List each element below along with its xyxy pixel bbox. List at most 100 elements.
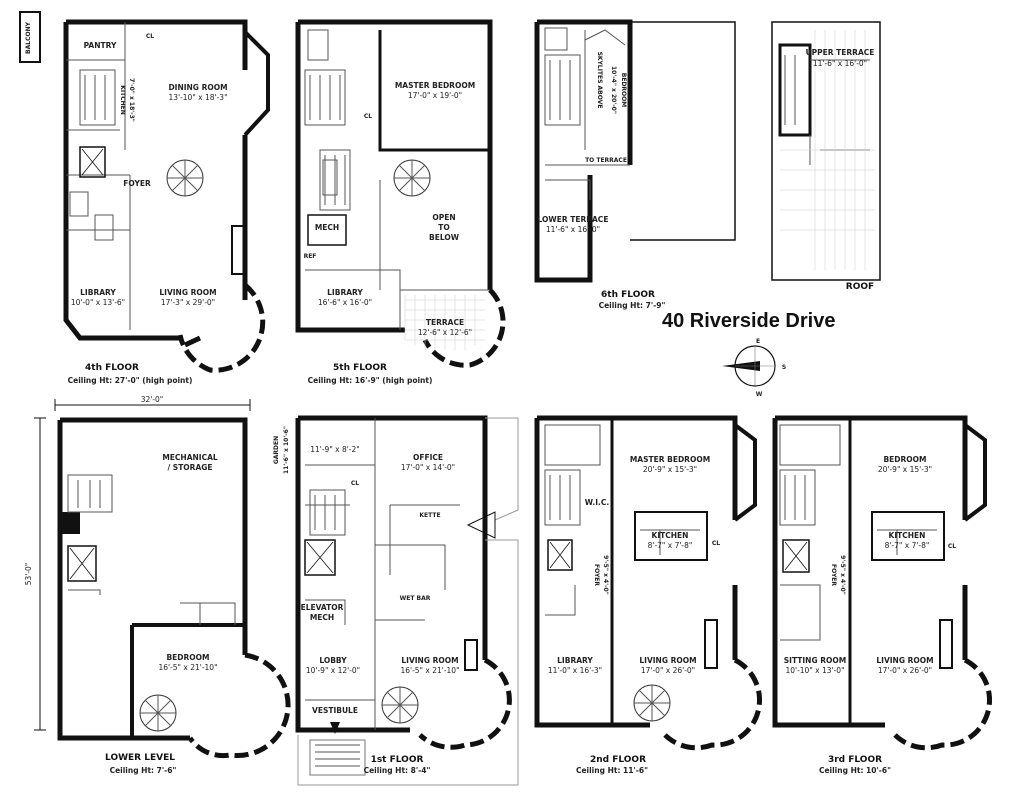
closet-label: CL [364, 113, 372, 120]
lower-terrace-dims: 11'-6" x 16'-0" [546, 225, 600, 234]
skylights-label: SKYLITES ABOVE [596, 52, 603, 109]
living-room-2-label: LIVING ROOM [639, 656, 696, 665]
living-room-1-dims: 16'-5" x 21'-10" [400, 666, 459, 675]
garden-label: GARDEN [273, 436, 280, 464]
balcony-label: BALCONY [25, 21, 32, 54]
lower-width-dim: 32'-0" [141, 395, 164, 404]
closet-label: CL [712, 540, 720, 547]
floor-6-ceiling: Ceiling Ht: 7'-9" [599, 301, 666, 310]
foyer-2-dims: 9'-5" x 4'-0" [602, 555, 609, 595]
bedroom-ll-label: BEDROOM [166, 653, 209, 662]
lower-depth-dim: 53'-0" [24, 563, 33, 586]
kitchenette-label: KETTE [419, 512, 440, 519]
office-dims: 17'-0" x 14'-0" [401, 463, 455, 472]
floor-2-ceiling: Ceiling Ht: 11'-6" [576, 766, 648, 775]
living-room-2-dims: 17'-0" x 26'-0" [641, 666, 695, 675]
bedroom-3-dims: 20'-9" x 15'-3" [878, 465, 932, 474]
pantry-label: PANTRY [84, 41, 117, 50]
foyer-2-label: FOYER [593, 564, 600, 586]
building-title: 40 Riverside Drive [662, 310, 835, 332]
living-room-4-dims: 17'-3" x 29'-0" [161, 298, 215, 307]
master-bedroom-5-label: MASTER BEDROOM [395, 81, 475, 90]
elevator-mech-line1: ELEVATOR [301, 603, 344, 612]
bedroom-3-label: BEDROOM [883, 455, 926, 464]
floor-1-ceiling: Ceiling Ht: 8'-4" [364, 766, 431, 775]
plan-6th-floor [534, 19, 736, 283]
compass-bottom-letter: W [756, 391, 763, 398]
dining-room-dims: 13'-10" x 18'-3" [168, 93, 227, 102]
lobby-label: LOBBY [319, 656, 347, 665]
floor-5-label: 5th FLOOR [333, 363, 387, 373]
wet-bar-label: WET BAR [400, 595, 431, 602]
garden-dims: 11'-6" x 10'-6" [283, 426, 290, 474]
compass-right-letter: S [782, 364, 786, 371]
library-2-label: LIBRARY [557, 656, 593, 665]
plan-roof [771, 21, 881, 281]
library-5-label: LIBRARY [327, 288, 363, 297]
kitchen-3-label: KITCHEN [889, 531, 926, 540]
terrace-5-dims: 12'-6" x 12'-6" [418, 328, 472, 337]
office-label: OFFICE [413, 453, 443, 462]
kitchen-4-dims: 7'-0" x 18'-3" [128, 78, 135, 122]
lower-level-label: LOWER LEVEL [105, 753, 175, 763]
plan-2nd-floor [534, 415, 763, 751]
living-room-3-dims: 17'-0" x 26'-0" [878, 666, 932, 675]
living-room-4-label: LIVING ROOM [159, 288, 216, 297]
lower-level-ceiling: Ceiling Ht: 7'-6" [110, 766, 177, 775]
open-to-below-line2: TO [438, 223, 450, 232]
sitting-room-3-label: SITTING ROOM [784, 656, 846, 665]
vestibule-label: VESTIBULE [312, 706, 358, 715]
bedroom-ll-dims: 16'-5" x 21'-10" [158, 663, 217, 672]
upper-terrace-dims: 11'-6" x 16'-0" [813, 59, 867, 68]
to-terrace-label: TO TERRACE [585, 157, 627, 164]
open-to-below-line1: OPEN [432, 213, 455, 222]
floor-2-label: 2nd FLOOR [590, 755, 646, 765]
foyer-4-label: FOYER [123, 179, 151, 188]
floor-1-label: 1st FLOOR [371, 755, 424, 765]
mechanical-storage-line1: MECHANICAL [162, 453, 218, 462]
garden-room-dims: 11'-9" x 8'-2" [310, 445, 360, 454]
foyer-3-dims: 9'-5" x 4'-0" [839, 555, 846, 595]
wic-label: W.I.C. [585, 498, 610, 507]
compass-icon [722, 345, 776, 387]
open-to-below-line3: BELOW [429, 233, 460, 242]
floor-5-ceiling: Ceiling Ht: 16'-9" (high point) [308, 376, 433, 385]
master-bedroom-2-label: MASTER BEDROOM [630, 455, 710, 464]
floor-6-label: 6th FLOOR [601, 290, 655, 300]
library-5-dims: 16'-6" x 16'-0" [318, 298, 372, 307]
living-room-1-label: LIVING ROOM [401, 656, 458, 665]
plan-5th-floor [295, 19, 506, 368]
plan-4th-floor [19, 11, 270, 373]
closet-label: CL [351, 480, 359, 487]
terrace-5-label: TERRACE [426, 318, 464, 327]
bedroom-6-dims: 10'-4" x 20'-0" [610, 66, 617, 114]
elevator-mech-line2: MECH [310, 613, 334, 622]
closet-label: CL [948, 543, 956, 550]
closet-label: CL [146, 33, 154, 40]
kitchen-2-dims: 8'-7" x 7'-8" [648, 541, 693, 550]
dining-room-label: DINING ROOM [168, 83, 227, 92]
library-2-dims: 11'-0" x 16'-3" [548, 666, 602, 675]
kitchen-3-dims: 8'-7" x 7'-8" [885, 541, 930, 550]
compass-top-letter: E [756, 338, 760, 345]
floor-3-label: 3rd FLOOR [828, 755, 882, 765]
library-4-label: LIBRARY [80, 288, 116, 297]
bedroom-6-label: BEDROOM [620, 73, 627, 107]
sitting-room-3-dims: 10'-10" x 13'-0" [785, 666, 844, 675]
living-room-3-label: LIVING ROOM [876, 656, 933, 665]
kitchen-2-label: KITCHEN [652, 531, 689, 540]
kitchen-4-label: KITCHEN [119, 85, 126, 115]
plan-3rd-floor [772, 415, 993, 751]
refrigerator-label: REF [304, 253, 317, 260]
plan-lower-level [34, 399, 291, 759]
foyer-3-label: FOYER [830, 564, 837, 586]
lobby-dims: 10'-9" x 12'-0" [306, 666, 360, 675]
floor-4-label: 4th FLOOR [85, 363, 139, 373]
floor-3-ceiling: Ceiling Ht: 10'-6" [819, 766, 891, 775]
floor-4-ceiling: Ceiling Ht: 27'-0" (high point) [68, 376, 193, 385]
upper-terrace-label: UPPER TERRACE [806, 48, 875, 57]
library-4-dims: 10'-0" x 13'-6" [71, 298, 125, 307]
mech-5-label: MECH [315, 223, 339, 232]
master-bedroom-5-dims: 17'-0" x 19'-0" [408, 91, 462, 100]
